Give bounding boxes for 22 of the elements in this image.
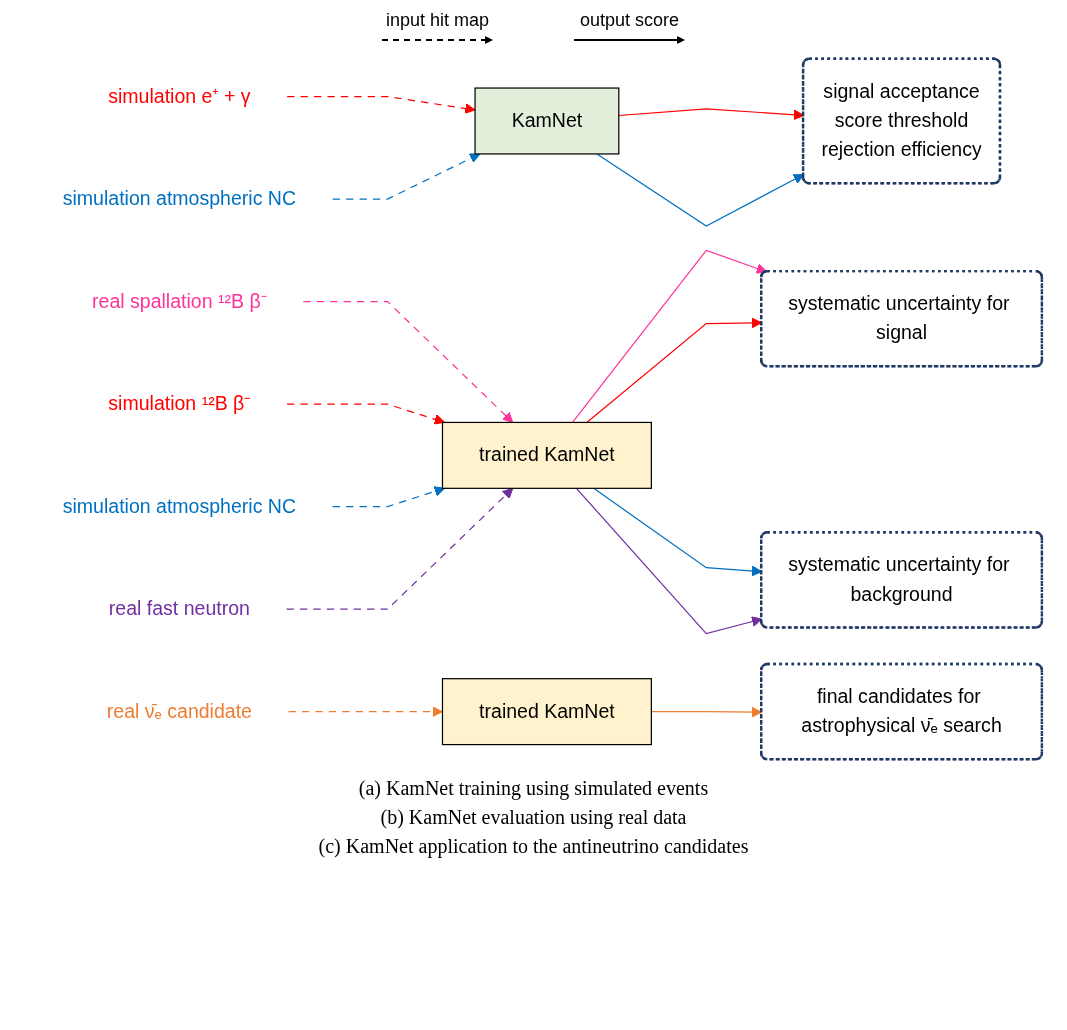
node-box: trained KamNet [441,421,652,489]
node-text: real spallation ¹²B β⁻ [91,290,267,312]
arrow [285,487,513,610]
subfigure-caption: (a) KamNet training using simulated events [358,777,709,800]
arrow [331,153,480,200]
subfigure-caption: (c) KamNet application to the antineutrino candidates [318,835,749,858]
node-box: trained KamNet [441,678,652,746]
arrow [595,153,804,227]
arrow [331,486,445,508]
node-text: simulation e⁺ + γ [107,85,251,107]
arrow [285,403,445,425]
arrow [302,301,513,423]
arrow [571,249,767,424]
subfigure-caption: (b) KamNet evaluation using real data [380,806,687,829]
node-text: simulation atmospheric NC [62,188,296,209]
legend-label: input hit map [385,10,490,31]
node-box: KamNet [473,87,619,155]
node-text: simulation atmospheric NC [62,495,296,517]
node-text: real fast neutron [108,598,250,619]
node-text: simulation ¹²B β⁻ [107,393,250,414]
legend-label: output score [579,10,680,31]
node-text: real ν̄ₑ candidate [106,700,252,722]
